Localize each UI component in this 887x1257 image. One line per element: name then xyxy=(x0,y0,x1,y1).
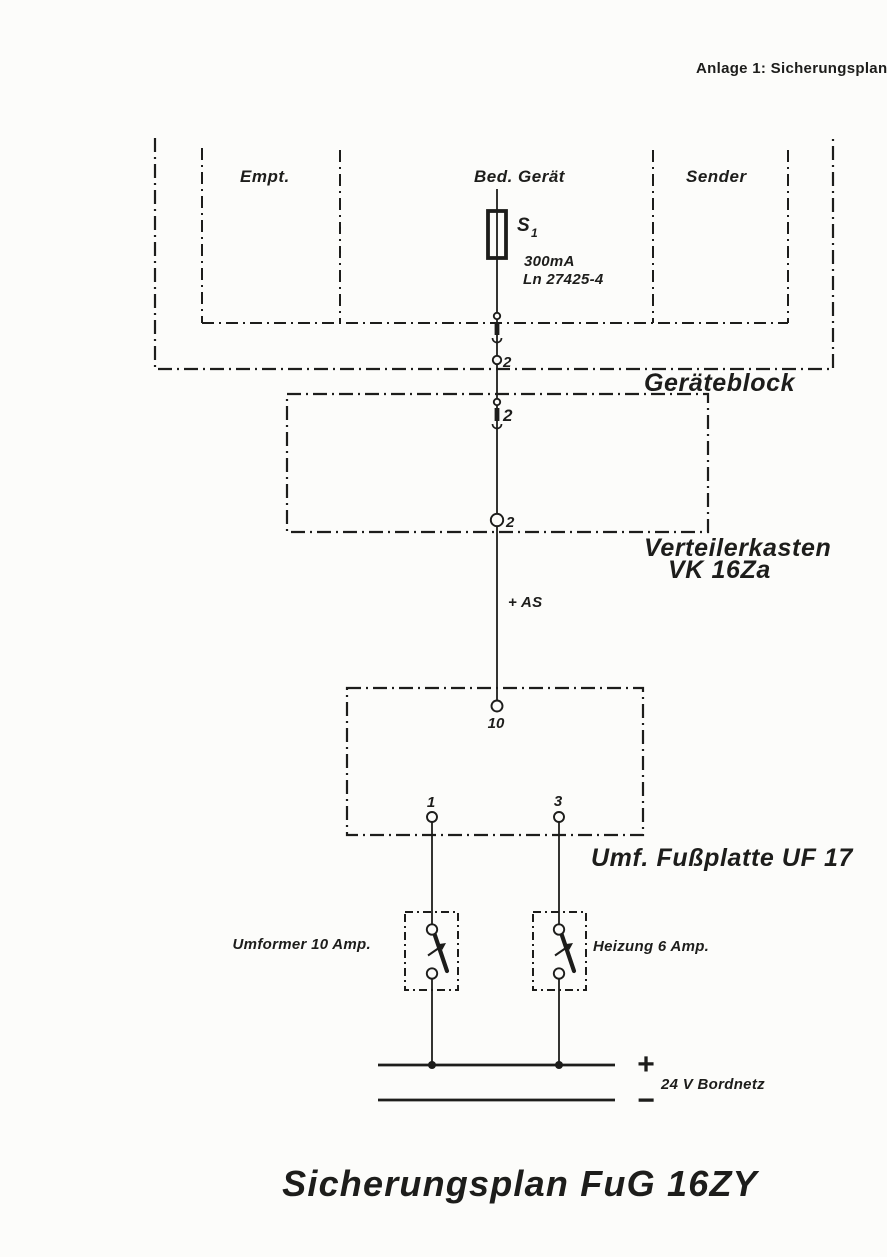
header-annotation: Anlage 1: Sicherungsplan xyxy=(696,60,887,77)
fussplatte-label: Umf. Fußplatte UF 17 xyxy=(591,844,854,872)
plug-pin-icon xyxy=(492,397,502,407)
fuse-designator: S xyxy=(517,215,530,236)
terminal-label-3: 3 xyxy=(554,793,563,810)
sender-label: Sender xyxy=(686,167,748,186)
switch-blade-icon xyxy=(432,931,450,974)
switch-contact-top xyxy=(425,923,439,936)
junction-dot xyxy=(428,1061,436,1069)
as-wire-label: + AS xyxy=(508,594,542,611)
plug-bar-icon xyxy=(494,322,500,335)
socket-arc-icon xyxy=(491,423,503,430)
switch-contact-bottom xyxy=(425,967,439,980)
minus-sign: − xyxy=(637,1084,655,1117)
terminal-label: 2 xyxy=(505,514,515,531)
fussplatte-outline xyxy=(345,686,645,837)
terminal-label: 2 xyxy=(502,406,513,425)
terminal-node xyxy=(489,512,505,528)
verteilerkasten-box: Verteilerkasten VK 16Za xyxy=(285,392,831,584)
fuse-part-number: Ln 27425-4 xyxy=(523,271,604,288)
switch-contact-top xyxy=(552,923,566,936)
bordnetz-label: 24 V Bordnetz xyxy=(660,1076,765,1093)
junction-dot xyxy=(555,1061,563,1069)
geraeteblock-box: Empt. Bed. Gerät Sender Geräteblock xyxy=(153,138,835,397)
socket-arc-icon xyxy=(491,337,503,344)
heizung-switch-icon xyxy=(532,911,587,991)
fuse-symbol: S 1 300mA Ln 27425-4 xyxy=(486,209,604,288)
terminal-label: 2 xyxy=(502,354,512,371)
umformer-switch-label: Umformer 10 Amp. xyxy=(233,936,371,953)
verteilerkasten-output-terminal: 2 xyxy=(489,512,515,531)
switch-arrow-icon xyxy=(427,945,442,957)
switch-outline xyxy=(532,911,587,991)
diagram-title: Sicherungsplan FuG 16ZY xyxy=(282,1163,759,1204)
fussplatte-box: 10 1 3 Umf. Fußplatte UF 17 xyxy=(345,686,854,872)
geraeteblock-label: Geräteblock xyxy=(644,369,796,397)
plug-bar-icon xyxy=(494,408,500,421)
terminal-node-3 xyxy=(553,811,565,823)
geraeteblock-outline xyxy=(153,138,835,371)
switch-arrowhead-icon xyxy=(565,943,573,950)
switch-arrowhead-icon xyxy=(438,943,446,950)
empfaenger-label: Empt. xyxy=(240,167,290,186)
verteilerkasten-outline xyxy=(285,392,710,534)
verteilerkasten-type: VK 16Za xyxy=(668,556,771,584)
geraeteblock-output-terminal: 2 xyxy=(491,354,512,371)
bordnetz-bus: + 24 V Bordnetz − xyxy=(378,1048,765,1117)
terminal-label-10: 10 xyxy=(488,715,505,732)
terminal-node-10 xyxy=(490,699,504,713)
switch-contact-bottom xyxy=(552,967,566,980)
plug-connector-icon-lower: 2 xyxy=(491,397,513,430)
heizung-switch-label: Heizung 6 Amp. xyxy=(593,938,709,955)
terminal-label-1: 1 xyxy=(427,794,435,811)
umformer-switch-icon xyxy=(404,911,459,991)
fuse-designator-sub: 1 xyxy=(531,226,538,240)
plug-pin-icon xyxy=(492,311,502,321)
terminal-node xyxy=(491,354,503,366)
switch-outline xyxy=(404,911,459,991)
fuse-body-icon xyxy=(486,209,508,260)
bedien-geraet-label: Bed. Gerät xyxy=(474,167,566,186)
fuse-rating: 300mA xyxy=(524,253,575,270)
switch-arrow-icon xyxy=(554,945,569,957)
terminal-node-1 xyxy=(426,811,438,823)
plus-sign: + xyxy=(637,1048,655,1081)
verteilerkasten-label: Verteilerkasten xyxy=(644,534,831,562)
switch-blade-icon xyxy=(559,931,577,974)
plug-connector-icon-upper xyxy=(491,311,503,344)
